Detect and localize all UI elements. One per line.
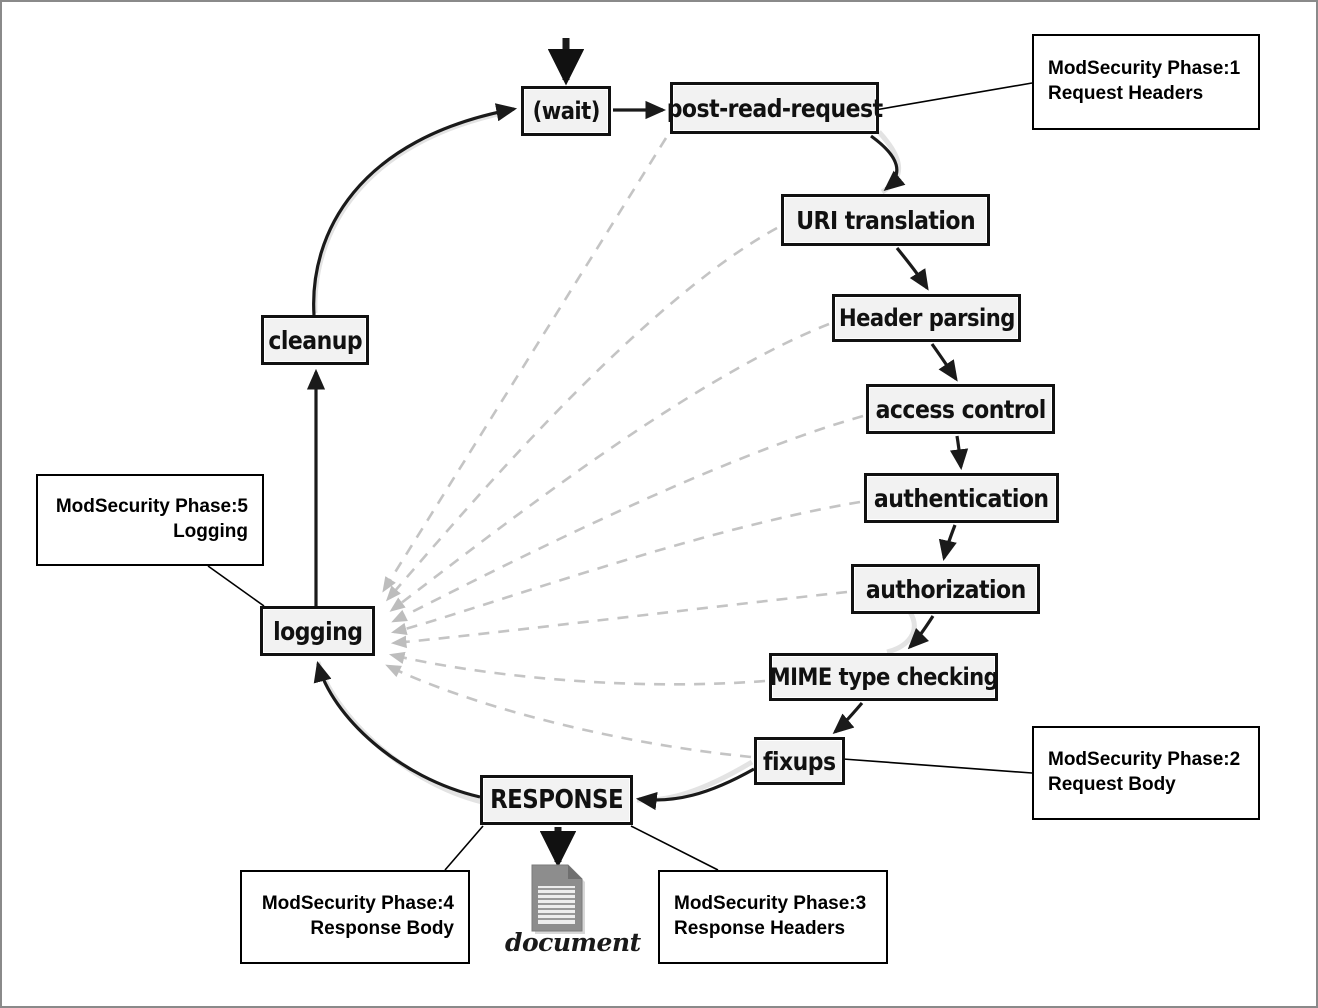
note-phase-1-line1: ModSecurity Phase:1	[1048, 58, 1241, 80]
node-mime-type-checking[interactable]: MIME type checking	[769, 653, 998, 701]
note-modsecurity-phase-2: ModSecurity Phase:2 Request Body	[1032, 726, 1260, 820]
node-post-read-request-label: post-read-request	[666, 93, 883, 123]
document-page-icon	[531, 864, 585, 934]
leader-phase-2	[842, 758, 1033, 774]
edge-authorization-to-mime-type-checking	[907, 615, 935, 650]
dashed-edge-uri-translation-to-logging	[385, 226, 778, 602]
note-phase-1-line2: Request Headers	[1048, 83, 1204, 104]
solid-flow-edges	[306, 38, 969, 868]
edge-response-to-logging	[313, 660, 481, 799]
edge-header-parsing-to-access-control	[930, 343, 958, 382]
dashed-logging-edges	[382, 137, 864, 759]
node-access-control-label: access control	[875, 394, 1046, 424]
node-response-label: RESPONSE	[490, 785, 624, 815]
node-authentication[interactable]: authentication	[864, 473, 1059, 523]
node-cleanup-label: cleanup	[268, 325, 362, 355]
node-wait[interactable]: (wait)	[521, 86, 611, 136]
note-phase-4-line2: Response Body	[310, 918, 454, 939]
dashed-edge-authentication-to-logging	[390, 500, 861, 635]
note-phase-2-line1: ModSecurity Phase:2	[1048, 749, 1241, 771]
note-leader-lines	[207, 82, 1033, 871]
dashed-edge-authorization-to-logging	[390, 590, 848, 649]
node-response[interactable]: RESPONSE	[480, 775, 633, 825]
node-uri-translation-label: URI translation	[796, 205, 975, 235]
node-authorization-label: authorization	[865, 574, 1026, 604]
edge-authentication-to-authorization	[938, 524, 957, 562]
leader-phase-4	[444, 825, 484, 871]
edge-post-read-request-to-uri-translation	[870, 134, 906, 191]
leader-phase-1	[874, 82, 1033, 111]
node-fixups-label: fixups	[763, 746, 836, 776]
node-authentication-label: authentication	[874, 483, 1049, 513]
edge-mime-type-checking-to-fixups	[832, 701, 864, 735]
dashed-edge-post-read-request-to-logging	[382, 137, 668, 593]
note-phase-5-line2: Logging	[173, 521, 248, 542]
leader-phase-5	[207, 565, 265, 607]
node-logging[interactable]: logging	[260, 606, 375, 656]
node-header-parsing[interactable]: Header parsing	[832, 294, 1021, 342]
note-phase-3-line1: ModSecurity Phase:3	[674, 893, 867, 915]
dashed-edge-mime-type-checking-to-logging	[388, 651, 766, 686]
node-mime-type-checking-label: MIME type checking	[769, 663, 998, 691]
node-authorization[interactable]: authorization	[851, 564, 1040, 614]
note-phase-4-line1: ModSecurity Phase:4	[261, 893, 454, 915]
edge-uri-translation-to-header-parsing	[895, 246, 929, 291]
node-uri-translation[interactable]: URI translation	[781, 194, 990, 246]
note-modsecurity-phase-3: ModSecurity Phase:3 Response Headers	[658, 870, 888, 964]
node-post-read-request[interactable]: post-read-request	[667, 82, 883, 134]
node-cleanup[interactable]: cleanup	[261, 315, 369, 365]
node-access-control[interactable]: access control	[866, 384, 1055, 434]
dashed-edge-header-parsing-to-logging	[389, 322, 830, 612]
note-phase-2-line2: Request Body	[1048, 774, 1176, 795]
edge-cleanup-to-wait	[312, 103, 518, 316]
node-wait-label: (wait)	[532, 97, 600, 125]
document-label: document	[505, 928, 641, 957]
edge-fixups-to-response	[635, 767, 755, 811]
edge-access-control-to-authentication	[949, 435, 969, 471]
note-modsecurity-phase-5: ModSecurity Phase:5 Logging	[36, 474, 264, 566]
leader-phase-3	[630, 825, 719, 871]
note-phase-5-line1: ModSecurity Phase:5	[55, 496, 248, 518]
node-header-parsing-label: Header parsing	[838, 304, 1015, 332]
node-fixups[interactable]: fixups	[754, 737, 845, 785]
note-modsecurity-phase-1: ModSecurity Phase:1 Request Headers	[1032, 34, 1260, 130]
note-modsecurity-phase-4: ModSecurity Phase:4 Response Body	[240, 870, 470, 964]
note-phase-3-line2: Response Headers	[674, 918, 846, 939]
dashed-edge-access-control-to-logging	[391, 414, 864, 623]
node-logging-label: logging	[272, 616, 363, 646]
dashed-edge-fixups-to-logging	[385, 664, 752, 759]
